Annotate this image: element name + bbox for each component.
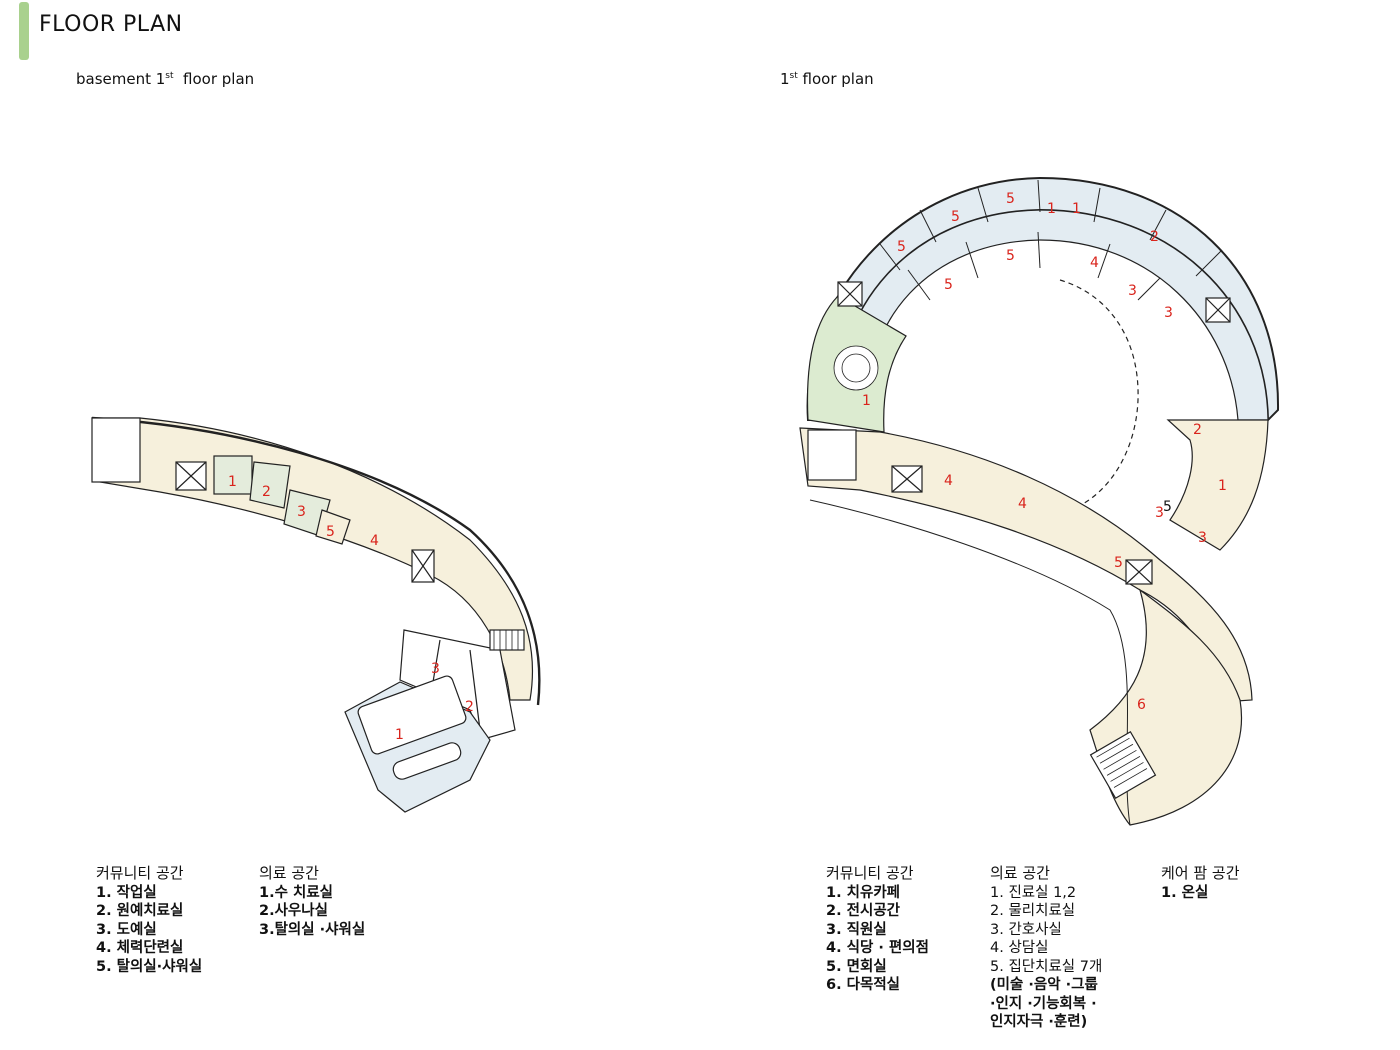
first-floor-room-number: 6 <box>1137 697 1146 713</box>
first-floor-room-number: 1 <box>862 393 871 409</box>
legend-item: 4. 식당 · 편의점 <box>826 940 929 956</box>
first-floor-room-number: 5 <box>1163 499 1172 515</box>
first-floor-room-number: 4 <box>944 473 953 489</box>
basement-room-number: 4 <box>370 533 379 549</box>
first-floor-room-numbers: 5 1 1 5 2 5 5 4 3 5 3 1 2 1 4 4 3 5 3 5 … <box>862 191 1227 713</box>
legend-item: 1. 온실 <box>1161 884 1209 901</box>
legend-heading: 커뮤니티 공간 <box>96 864 184 882</box>
legend-item: 1. 치유카페 <box>826 884 901 901</box>
first-floor-room-number: 2 <box>1193 422 1202 438</box>
basement-plan-label: basement 1st floor plan <box>76 70 255 88</box>
first-floor-room-number: 1 <box>1218 478 1227 494</box>
basement-room-numbers: 1 2 3 5 4 3 2 1 <box>228 474 474 743</box>
first-floor-room-number: 5 <box>1006 248 1015 264</box>
legend-item: (미술 ·음악 ·그룹 <box>990 977 1098 993</box>
legend-item: 1. 진료실 1,2 <box>990 884 1077 901</box>
legend-item: 4. 체력단련실 <box>96 940 184 956</box>
first-floor-room-number: 5 <box>1114 555 1123 571</box>
first-floor-room-number: 3 <box>1164 305 1173 321</box>
basement-room-2 <box>249 461 291 509</box>
legend-item: 2. 전시공간 <box>826 903 901 919</box>
legend-item: 5. 탈의실·샤워실 <box>96 958 203 975</box>
basement-room-number: 3 <box>297 504 306 520</box>
legend-item: 2. 물리치료실 <box>990 903 1076 919</box>
first-floor-room-number: 3 <box>1198 530 1207 546</box>
legend-heading: 의료 공간 <box>990 864 1050 882</box>
legend-item: 3. 간호사실 <box>990 921 1062 938</box>
basement-room-number: 2 <box>262 484 271 500</box>
legend-item: 2. 원예치료실 <box>96 903 184 919</box>
first-floor-carefarm-legend: 케어 팜 공간 1. 온실 <box>1161 864 1240 902</box>
first-floor-room-number: 5 <box>1006 191 1015 207</box>
legend-item: 3.탈의실 ·샤워실 <box>259 921 366 938</box>
legend-item: 5. 면회실 <box>826 958 887 975</box>
legend-item: 3. 도예실 <box>96 921 157 938</box>
basement-room-1 <box>213 455 253 495</box>
legend-heading: 케어 팜 공간 <box>1161 864 1240 882</box>
basement-community-legend: 커뮤니티 공간 1. 작업실 2. 원예치료실 3. 도예실 4. 체력단련실 … <box>96 864 202 976</box>
legend-item: 6. 다목적실 <box>826 977 901 993</box>
first-floor-room-number: 5 <box>951 209 960 225</box>
first-floor-room-number: 3 <box>1155 505 1164 521</box>
legend-item: 2.사우나실 <box>259 903 328 919</box>
legend-item: 5. 집단치료실 7개 <box>990 958 1103 975</box>
basement-floor-plan <box>91 416 541 813</box>
first-floor-room-number: 1 <box>1047 201 1056 217</box>
basement-room-number: 1 <box>395 727 404 743</box>
legend-item: 1. 작업실 <box>96 884 157 901</box>
first-floor-room-number: 5 <box>944 277 953 293</box>
first-floor-plan <box>799 176 1280 826</box>
basement-room-number: 5 <box>326 524 335 540</box>
legend-item: 4. 상담실 <box>990 940 1049 956</box>
legend-item: 인지자극 ·훈련) <box>990 1014 1088 1030</box>
basement-medical-legend: 의료 공간 1.수 치료실 2.사우나실 3.탈의실 ·샤워실 <box>259 864 365 939</box>
basement-room-number: 1 <box>228 474 237 490</box>
first-floor-room-number: 4 <box>1018 496 1027 512</box>
legend-heading: 커뮤니티 공간 <box>826 864 914 882</box>
legend-heading: 의료 공간 <box>259 864 319 882</box>
basement-room-5 <box>315 509 351 545</box>
first-floor-room-number: 4 <box>1090 255 1099 271</box>
legend-item: 3. 직원실 <box>826 921 887 938</box>
basement-room-number: 3 <box>431 661 440 677</box>
legend-item: 1.수 치료실 <box>259 884 334 901</box>
legend-item: ·인지 ·기능회복 · <box>990 995 1097 1012</box>
first-floor-room-number: 3 <box>1128 283 1137 299</box>
first-floor-room-number: 5 <box>897 239 906 255</box>
first-floor-room-number: 1 <box>1072 201 1081 217</box>
first-floor-room-number: 2 <box>1150 229 1159 245</box>
basement-room-number: 2 <box>465 699 474 715</box>
page-title: FLOOR PLAN <box>39 12 183 37</box>
first-floor-community-legend: 커뮤니티 공간 1. 치유카페 2. 전시공간 3. 직원실 4. 식당 · 편… <box>826 864 929 995</box>
title-accent-bar <box>19 2 29 60</box>
first-floor-plan-label: 1st floor plan <box>780 70 874 88</box>
first-floor-medical-legend: 의료 공간 1. 진료실 1,2 2. 물리치료실 3. 간호사실 4. 상담실… <box>990 864 1102 1032</box>
